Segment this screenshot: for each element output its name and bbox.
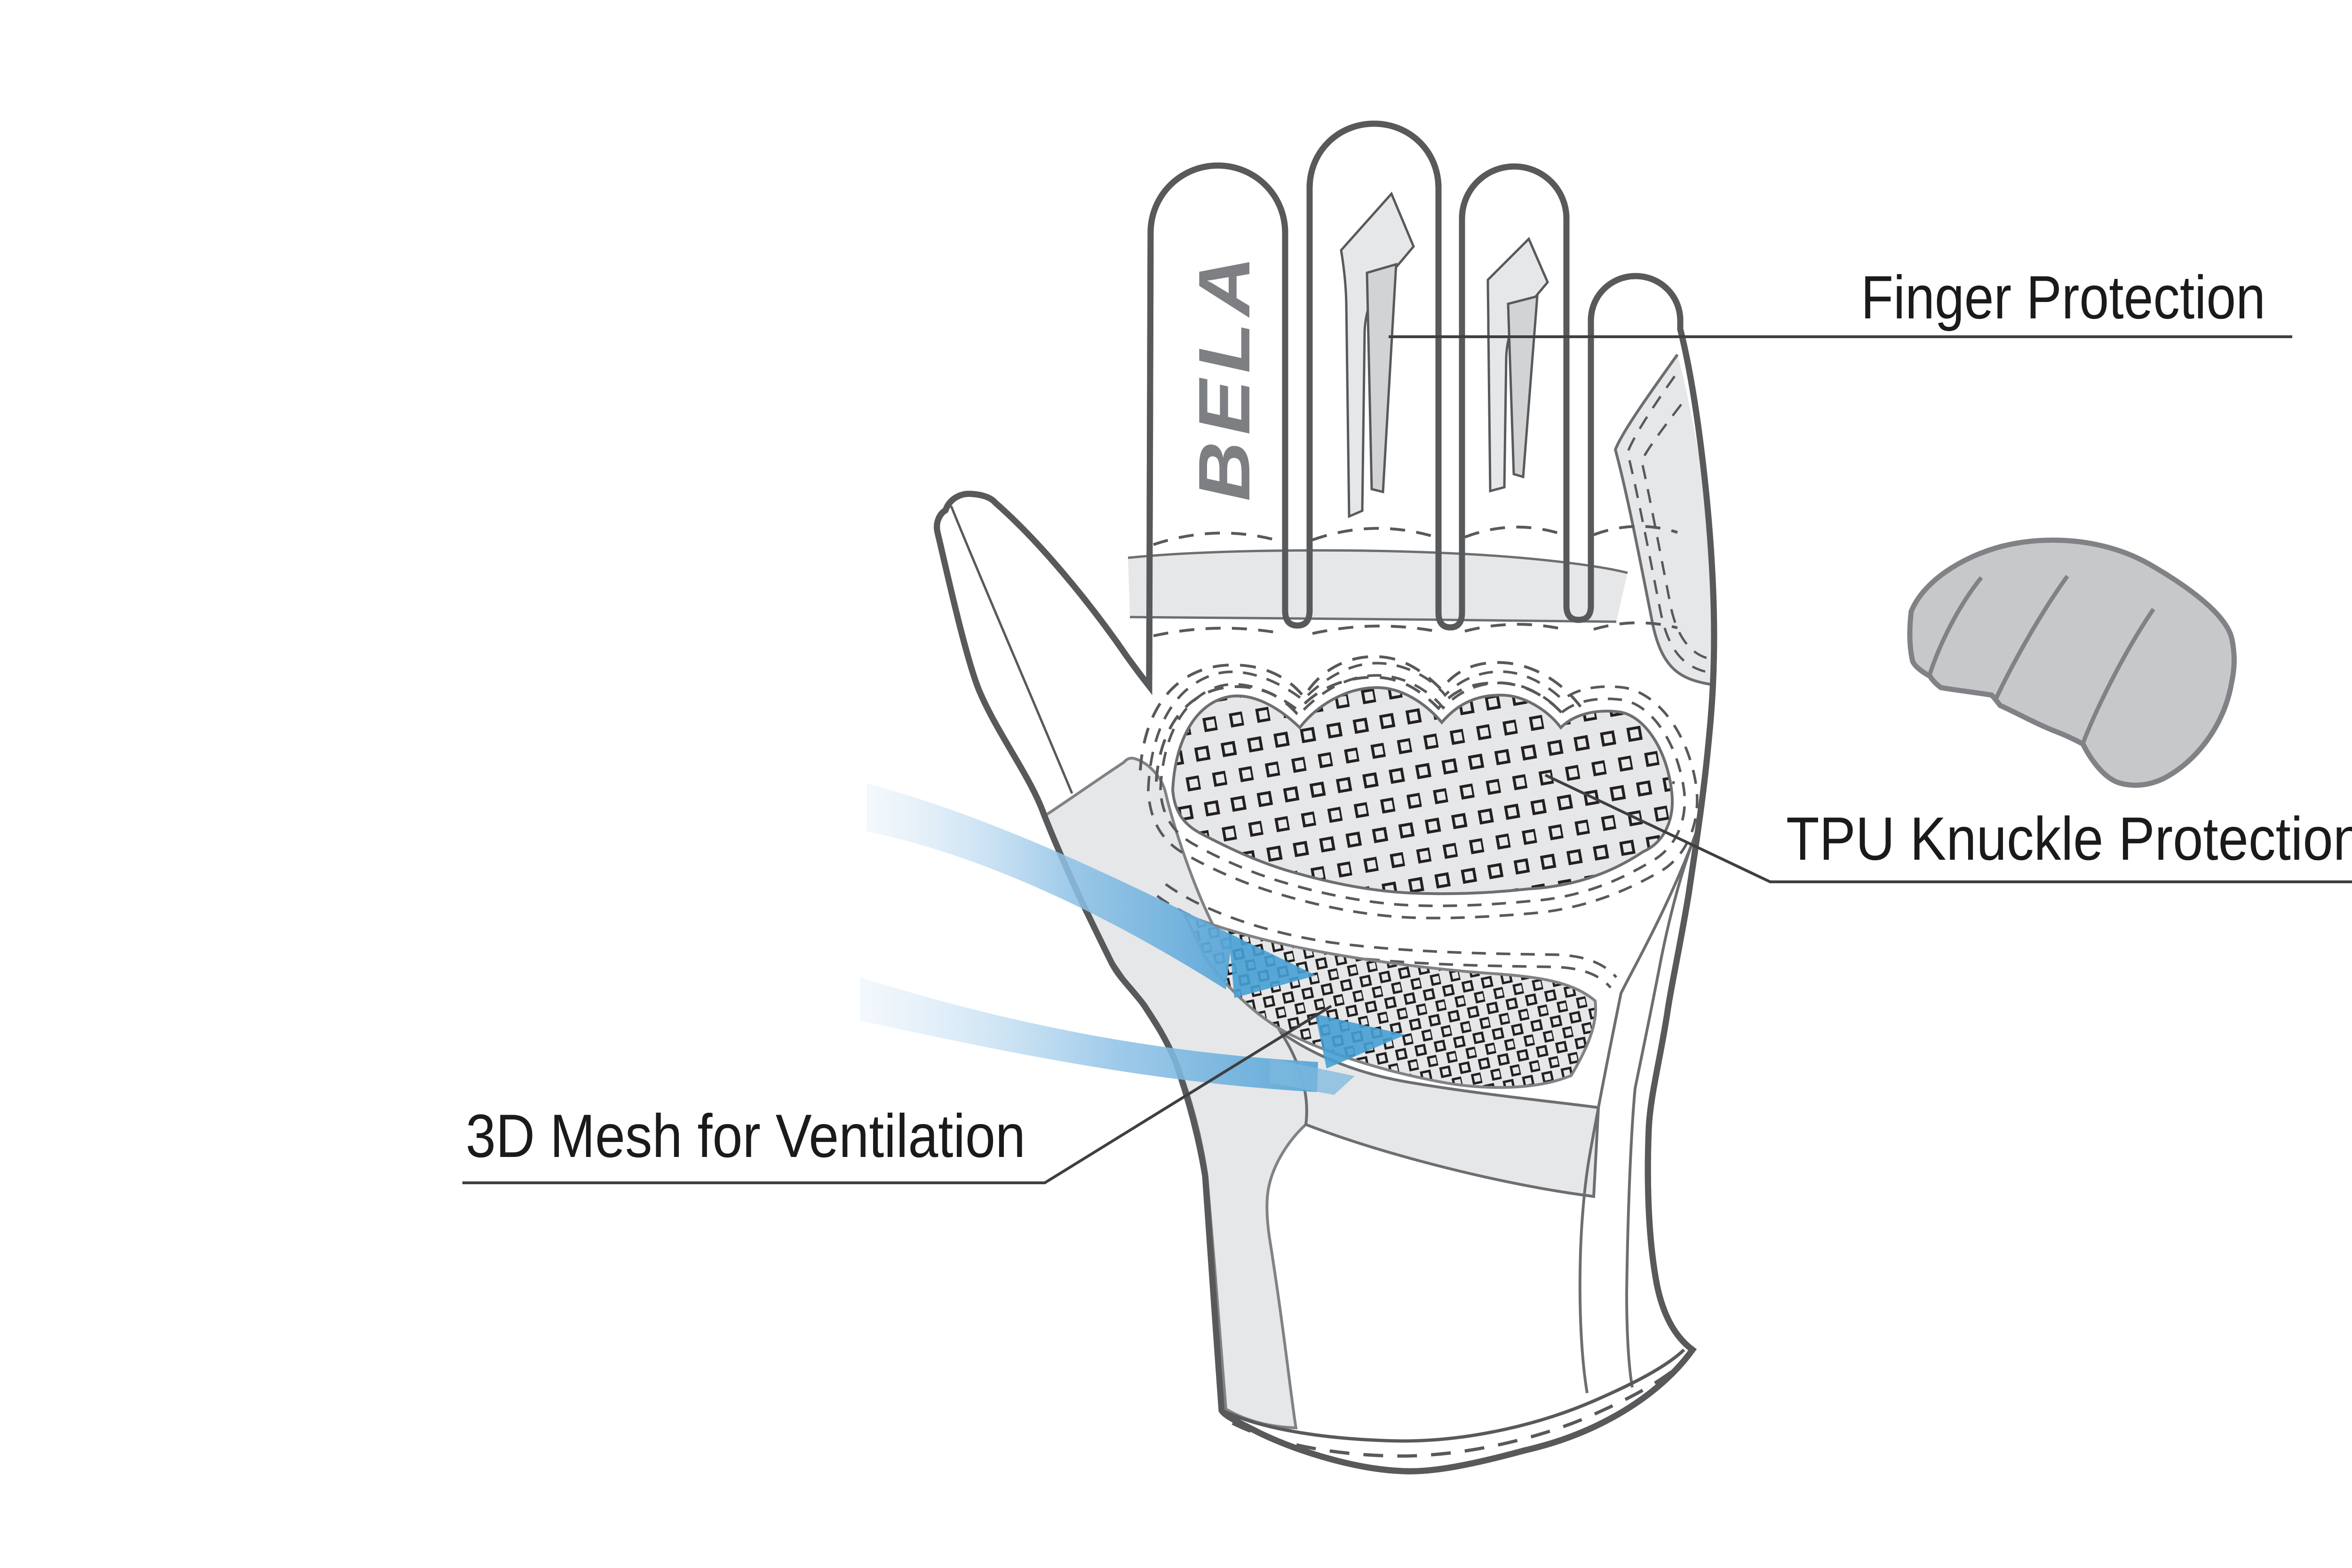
svg-text:3D Mesh for Ventilation: 3D Mesh for Ventilation <box>466 1101 1025 1170</box>
svg-text:BELA: BELA <box>1184 250 1265 501</box>
svg-text:TPU Knuckle Protection: TPU Knuckle Protection <box>1786 804 2352 873</box>
svg-text:Finger Protection: Finger Protection <box>1861 263 2265 332</box>
